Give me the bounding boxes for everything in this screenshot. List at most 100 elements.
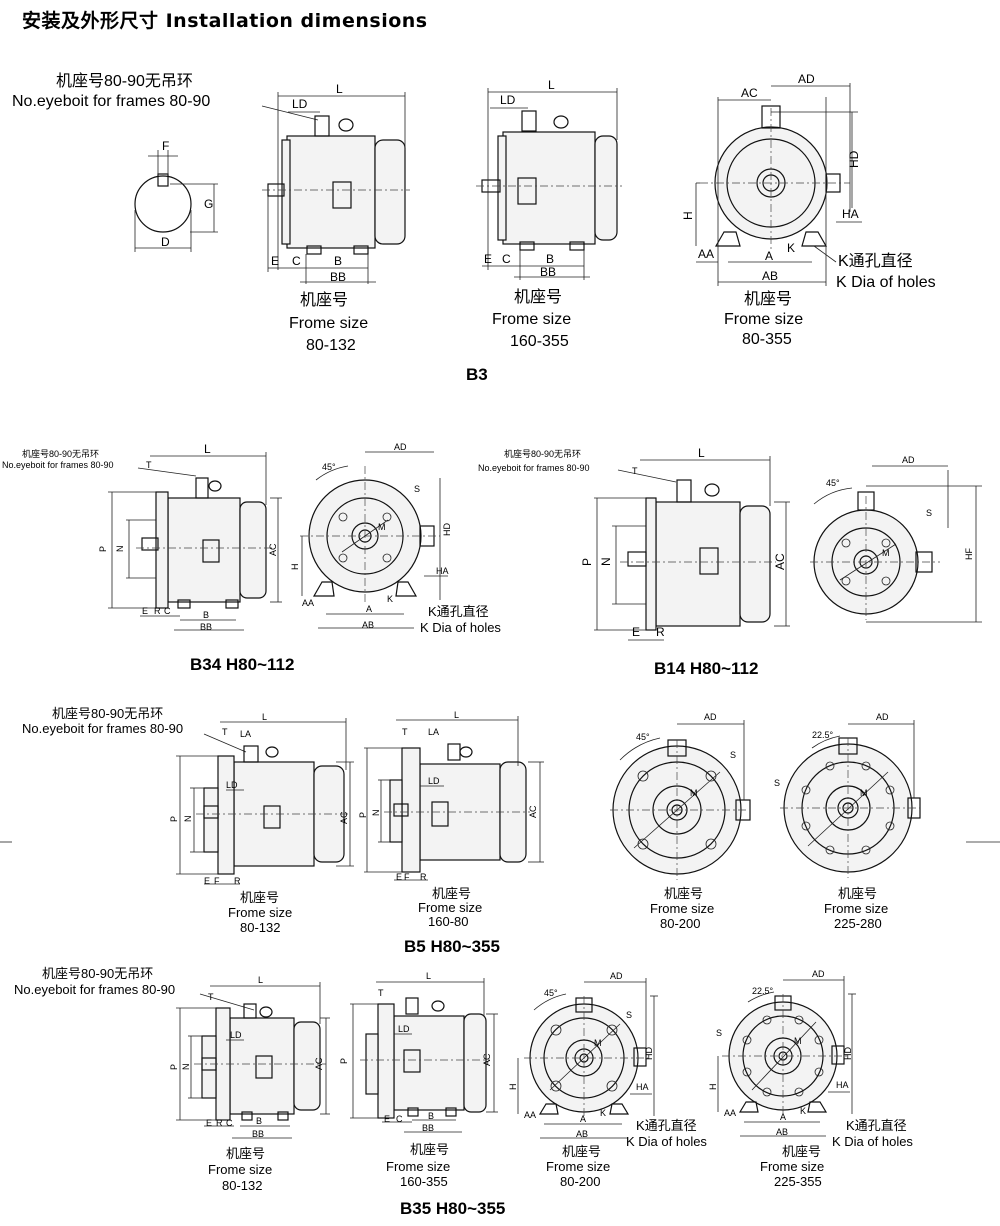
- b35l-frame-en: Frome size: [386, 1159, 450, 1174]
- b35-end-view-large: M 22.5° S AD HD H HA AA K A AB K通孔直径 K D…: [708, 969, 913, 1189]
- b3e-dim-AC: AC: [741, 86, 758, 100]
- b35es-khole-cn: K通孔直径: [636, 1118, 697, 1133]
- b35-side-view-small: 机座号80-90无吊环 No.eyeboit for frames 80-90 …: [14, 966, 330, 1193]
- b5el-dim-AD: AD: [876, 712, 889, 722]
- b35s-dim-R: R: [216, 1118, 223, 1128]
- b34e-dim-A: A: [366, 604, 372, 614]
- b34-dim-B: B: [203, 610, 209, 620]
- b35el-frame-range: 225-355: [774, 1174, 822, 1189]
- b34-dim-R: R: [154, 606, 161, 616]
- b3s-frame-en: Frome size: [289, 315, 368, 332]
- b35es-dim-A: A: [580, 1114, 586, 1124]
- b5l-dim-T: T: [402, 727, 408, 737]
- b3e-khole-cn: K通孔直径: [838, 252, 913, 270]
- b34-eyebolt-note-cn: 机座号80-90无吊环: [22, 448, 99, 459]
- b14-dim-N: N: [599, 557, 613, 566]
- b35s-frame-en: Frome size: [208, 1162, 272, 1177]
- b34e-khole-cn: K通孔直径: [428, 604, 489, 619]
- section-b14: B14 H80~112: [654, 659, 758, 678]
- section-b34: B34 H80~112: [190, 655, 294, 674]
- b5el-frame-en: Frome size: [824, 901, 888, 916]
- b34-dim-BB: BB: [200, 622, 212, 632]
- b35es-dim-45: 45°: [544, 988, 558, 998]
- b35el-dim-H: H: [708, 1084, 718, 1091]
- b35es-dim-H: H: [508, 1084, 518, 1091]
- b35es-frame-en: Frome size: [546, 1159, 610, 1174]
- b3e-khole-en: K Dia of holes: [836, 274, 936, 291]
- b3e-dim-HA: HA: [842, 207, 859, 221]
- b35l-dim-AC: AC: [482, 1053, 492, 1066]
- b35es-frame-range: 80-200: [560, 1174, 600, 1189]
- b5es-dim-AD: AD: [704, 712, 717, 722]
- b5el-frame-range: 225-280: [834, 916, 882, 931]
- b35es-dim-M: M: [594, 1038, 602, 1048]
- b35es-dim-HA: HA: [636, 1082, 649, 1092]
- b34e-dim-AA: AA: [302, 598, 314, 608]
- b35l-frame-cn: 机座号: [410, 1142, 449, 1157]
- b34-dim-P: P: [98, 546, 108, 552]
- b35s-dim-N: N: [181, 1064, 191, 1071]
- b3l-frame-range: 160-355: [510, 333, 569, 350]
- b3s-dim-LD: LD: [292, 97, 308, 111]
- b3-shaft-section: F G D: [134, 139, 218, 252]
- b3s-dim-B: B: [334, 254, 342, 268]
- b35s-frame-cn: 机座号: [226, 1146, 265, 1161]
- b5l-dim-LD: LD: [428, 776, 440, 786]
- b5s-dim-P: P: [169, 816, 179, 822]
- b14-eyebolt-note-cn: 机座号80-90无吊环: [504, 448, 581, 459]
- b14e-dim-M: M: [882, 548, 890, 558]
- b34-end-view: M 45° S AD HD H HA AA K A AB K通孔直径 K Dia…: [290, 442, 501, 635]
- b5l-dim-AC: AC: [528, 805, 538, 818]
- b3s-dim-BB: BB: [330, 270, 346, 284]
- b5es-dim-S: S: [730, 750, 736, 760]
- b3s-dim-L: L: [336, 82, 343, 96]
- b35es-dim-K: K: [600, 1108, 606, 1118]
- b35el-dim-AB: AB: [776, 1127, 788, 1137]
- b35el-frame-en: Frome size: [760, 1159, 824, 1174]
- b34e-dim-AB: AB: [362, 620, 374, 630]
- b35l-dim-E: E: [384, 1114, 390, 1124]
- b5s-dim-F: F: [214, 876, 220, 886]
- b35el-khole-cn: K通孔直径: [846, 1118, 907, 1133]
- b3e-frame-en: Frome size: [724, 311, 803, 328]
- b5l-dim-R: R: [420, 872, 427, 882]
- b5-side-view-small: 机座号80-90无吊环 No.eyeboit for frames 80-90 …: [22, 706, 354, 935]
- b5s-dim-LD: LD: [226, 780, 238, 790]
- b34-dim-T: T: [146, 460, 152, 470]
- b5el-dim-225: 22.5°: [812, 730, 834, 740]
- b34-dim-E: E: [142, 606, 148, 616]
- b35-end-view-small: M 45° S AD HD H HA AA K A AB K通孔直径 K Dia…: [508, 971, 707, 1189]
- b3l-dim-E: E: [484, 252, 492, 266]
- b3-side-view-small: L LD E C B BB 机座号 Frome size 80-132: [262, 82, 410, 354]
- b35es-dim-S: S: [626, 1010, 632, 1020]
- b5s-dim-R: R: [234, 876, 241, 886]
- b3e-frame-range: 80-355: [742, 331, 792, 348]
- b14-dim-P: P: [580, 558, 594, 566]
- dim-F: F: [162, 139, 169, 153]
- b35es-frame-cn: 机座号: [562, 1144, 601, 1159]
- b14e-dim-45: 45°: [826, 478, 840, 488]
- b35el-khole-en: K Dia of holes: [832, 1134, 913, 1149]
- b14-side-view: 机座号80-90无吊环 No.eyeboit for frames 80-90 …: [478, 446, 790, 641]
- b35el-dim-S: S: [716, 1028, 722, 1038]
- b35l-frame-range: 160-355: [400, 1174, 448, 1189]
- b34-dim-N: N: [115, 546, 125, 553]
- b3e-dim-H: H: [681, 211, 695, 220]
- b35s-dim-E: E: [206, 1118, 212, 1128]
- b35l-dim-P: P: [339, 1058, 349, 1064]
- b5l-frame-cn: 机座号: [432, 886, 471, 901]
- b35l-dim-T: T: [378, 988, 384, 998]
- b34e-dim-S: S: [414, 484, 420, 494]
- b35el-dim-K: K: [800, 1106, 806, 1116]
- b3l-dim-BB: BB: [540, 265, 556, 279]
- b34e-dim-AD: AD: [394, 442, 407, 452]
- b3-side-view-large: L LD E C B BB 机座号 Frome size 160-355: [476, 78, 622, 350]
- b35s-dim-BB: BB: [252, 1129, 264, 1139]
- b35el-dim-HA: HA: [836, 1080, 849, 1090]
- b5es-frame-en: Frome size: [650, 901, 714, 916]
- b3l-dim-L: L: [548, 78, 555, 92]
- b35l-dim-L: L: [426, 971, 431, 981]
- b5l-dim-E: E: [396, 872, 402, 882]
- b35s-dim-P: P: [169, 1064, 179, 1070]
- b5s-dim-N: N: [183, 816, 193, 823]
